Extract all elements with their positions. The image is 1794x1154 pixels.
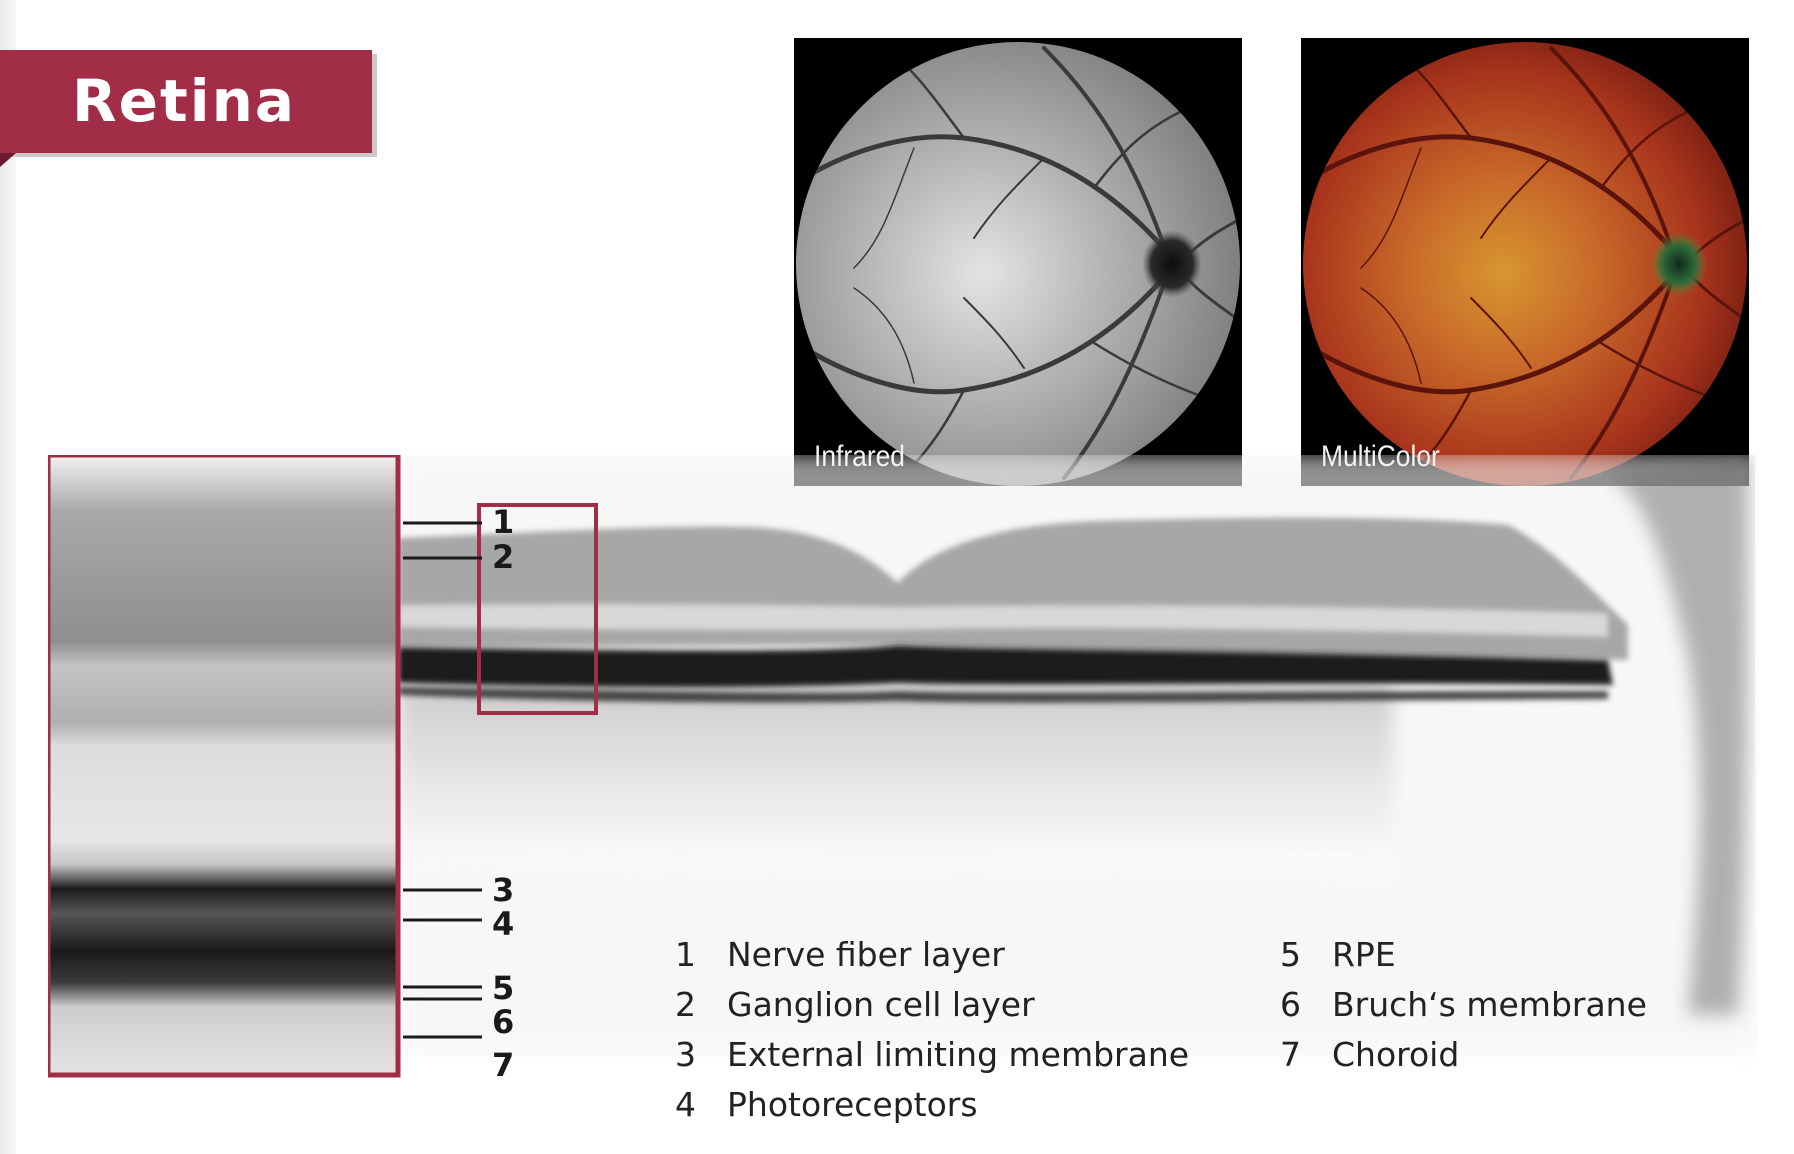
oct-cross-section [48, 455, 1758, 1078]
banner-fold [0, 153, 16, 167]
title-banner: Retina [0, 50, 372, 167]
infrared-fundus-photo-icon [794, 38, 1242, 486]
page-title: Retina [72, 67, 297, 135]
callout-5: 5 [492, 969, 515, 1007]
callout-4: 4 [492, 905, 515, 943]
multicolor-fundus-image: MultiColor [1301, 38, 1749, 486]
zoom-region-marker [477, 503, 598, 715]
callout-6: 6 [492, 1003, 515, 1041]
page-left-edge [0, 0, 16, 1154]
infrared-fundus-image: Infrared [794, 38, 1242, 486]
callout-3: 3 [492, 871, 515, 909]
callout-7: 7 [492, 1046, 515, 1084]
callout-1: 1 [492, 503, 515, 541]
magnified-inset-border [48, 455, 401, 1078]
multicolor-fundus-photo-icon [1301, 38, 1749, 486]
callout-2: 2 [492, 538, 515, 576]
magnified-inset [48, 455, 398, 1075]
